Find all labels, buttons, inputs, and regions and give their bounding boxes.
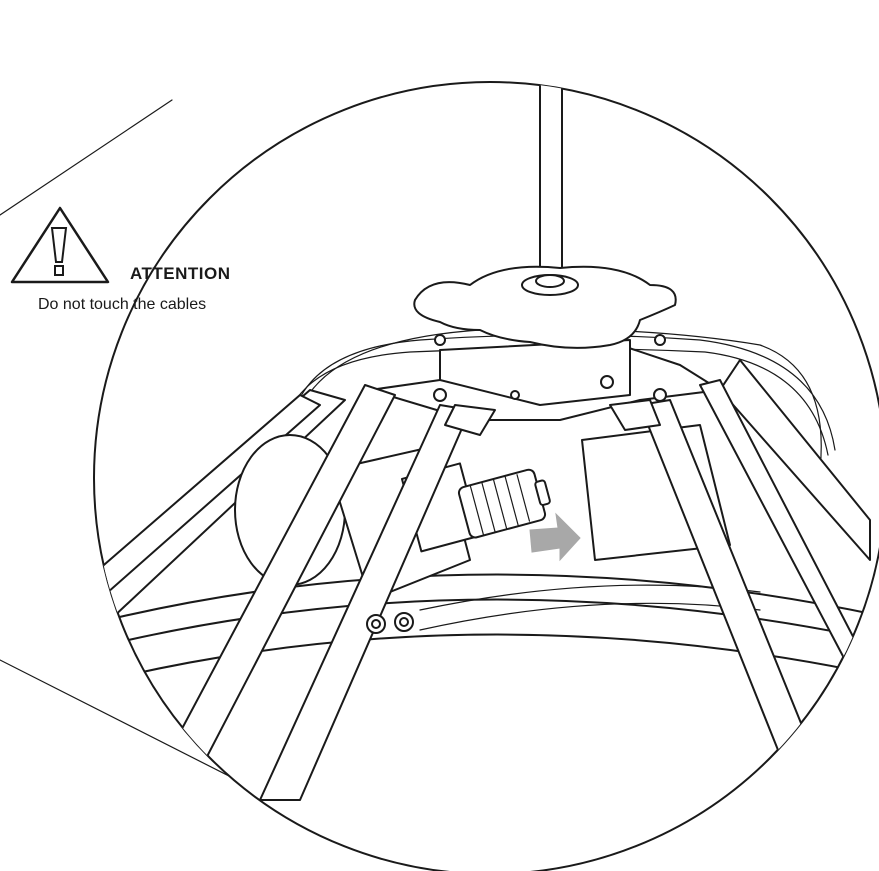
lamp-assembly xyxy=(94,82,879,801)
vertical-rod xyxy=(539,82,563,289)
detail-circle xyxy=(93,81,879,871)
frame-struts xyxy=(159,379,861,801)
warning-title: ATTENTION xyxy=(130,264,231,283)
direction-arrow xyxy=(529,512,581,562)
star-nut xyxy=(413,265,677,349)
warning-message: Do not touch the cables xyxy=(38,296,206,313)
warning-triangle-icon xyxy=(10,206,110,284)
strut-clips xyxy=(444,399,661,436)
